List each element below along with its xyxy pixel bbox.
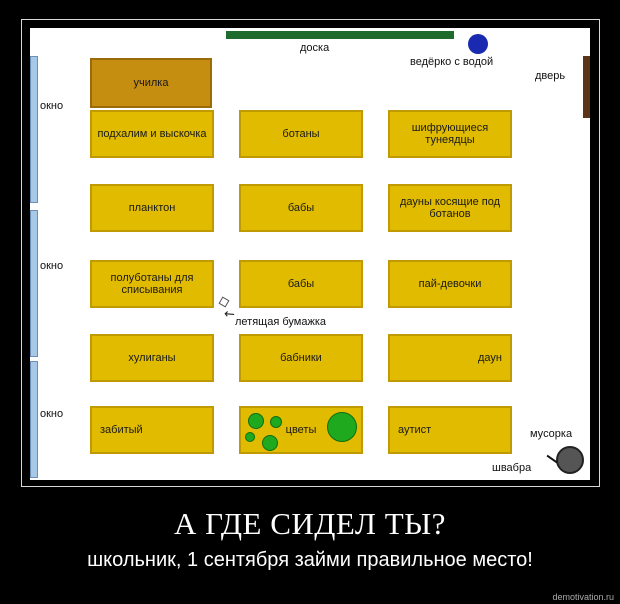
window-2 bbox=[30, 210, 38, 357]
classroom-plan: доска ведёрко с водой дверь окно окно ок… bbox=[30, 28, 590, 480]
desk-r2c2: бабы bbox=[239, 184, 363, 232]
bucket-icon bbox=[468, 34, 488, 54]
desk-r5c1: забитый bbox=[90, 406, 214, 454]
desk-r5c1-label: забитый bbox=[100, 424, 143, 436]
flying-paper-label: летящая бумажка bbox=[235, 316, 326, 328]
desk-r4c1-label: хулиганы bbox=[128, 352, 176, 364]
window-1 bbox=[30, 56, 38, 203]
desk-r4c3: даун bbox=[388, 334, 512, 382]
trash-label: мусорка bbox=[530, 428, 573, 440]
desk-r2c1-label: планктон bbox=[128, 202, 176, 214]
desk-r3c2-label: бабы bbox=[287, 278, 315, 290]
desk-r4c2: бабники bbox=[239, 334, 363, 382]
plant-icon bbox=[248, 413, 264, 429]
desk-r5c3-label: аутист bbox=[398, 424, 432, 436]
trash-bin-icon bbox=[556, 446, 584, 474]
plant-icon bbox=[327, 412, 357, 442]
poster-title: А ГДЕ СИДЕЛ ТЫ? bbox=[174, 506, 446, 541]
desk-r3c3-label: пай-девочки bbox=[418, 278, 482, 290]
desk-teacher-label: училка bbox=[133, 77, 169, 89]
desk-r2c2-label: бабы bbox=[287, 202, 315, 214]
desk-r4c2-label: бабники bbox=[280, 352, 322, 364]
desk-r4c1: хулиганы bbox=[90, 334, 214, 382]
plant-icon bbox=[262, 435, 278, 451]
plant-icon bbox=[270, 416, 282, 428]
window-label-1: окно bbox=[40, 100, 64, 112]
desk-r2c3-label: дауны косящие под ботанов bbox=[399, 196, 501, 220]
desk-r1c1-label: подхалим и выскочка bbox=[97, 128, 207, 140]
desk-r2c1: планктон bbox=[90, 184, 214, 232]
desk-r1c2-label: ботаны bbox=[282, 128, 320, 140]
credit-text: demotivation.ru bbox=[552, 592, 614, 602]
desk-r4c3-label: даун bbox=[478, 352, 502, 364]
desk-r2c3: дауны косящие под ботанов bbox=[388, 184, 512, 232]
door-label: дверь bbox=[535, 70, 566, 82]
window-label-3: окно bbox=[40, 408, 64, 420]
desk-r3c2: бабы bbox=[239, 260, 363, 308]
window-3 bbox=[30, 361, 38, 478]
desk-teacher: училка bbox=[90, 58, 212, 108]
plant-icon bbox=[245, 432, 255, 442]
desk-r3c1: полуботаны для списывания bbox=[90, 260, 214, 308]
desk-r1c3: шифрующиеся тунеядцы bbox=[388, 110, 512, 158]
desk-r5c3: аутист bbox=[388, 406, 512, 454]
bucket-label: ведёрко с водой bbox=[410, 56, 494, 68]
desk-r5c2-label: цветы bbox=[285, 424, 317, 436]
mop-label: швабра bbox=[492, 462, 532, 474]
desk-r3c3: пай-девочки bbox=[388, 260, 512, 308]
desk-r1c1: подхалим и выскочка bbox=[90, 110, 214, 158]
board-label: доска bbox=[300, 42, 330, 54]
blackboard bbox=[226, 31, 454, 39]
window-label-2: окно bbox=[40, 260, 64, 272]
desk-r1c2: ботаны bbox=[239, 110, 363, 158]
desk-r3c1-label: полуботаны для списывания bbox=[110, 272, 194, 296]
door bbox=[583, 56, 590, 118]
poster-subtitle: школьник, 1 сентября займи правильное ме… bbox=[87, 549, 533, 571]
desk-r1c3-label: шифрующиеся тунеядцы bbox=[411, 122, 489, 146]
